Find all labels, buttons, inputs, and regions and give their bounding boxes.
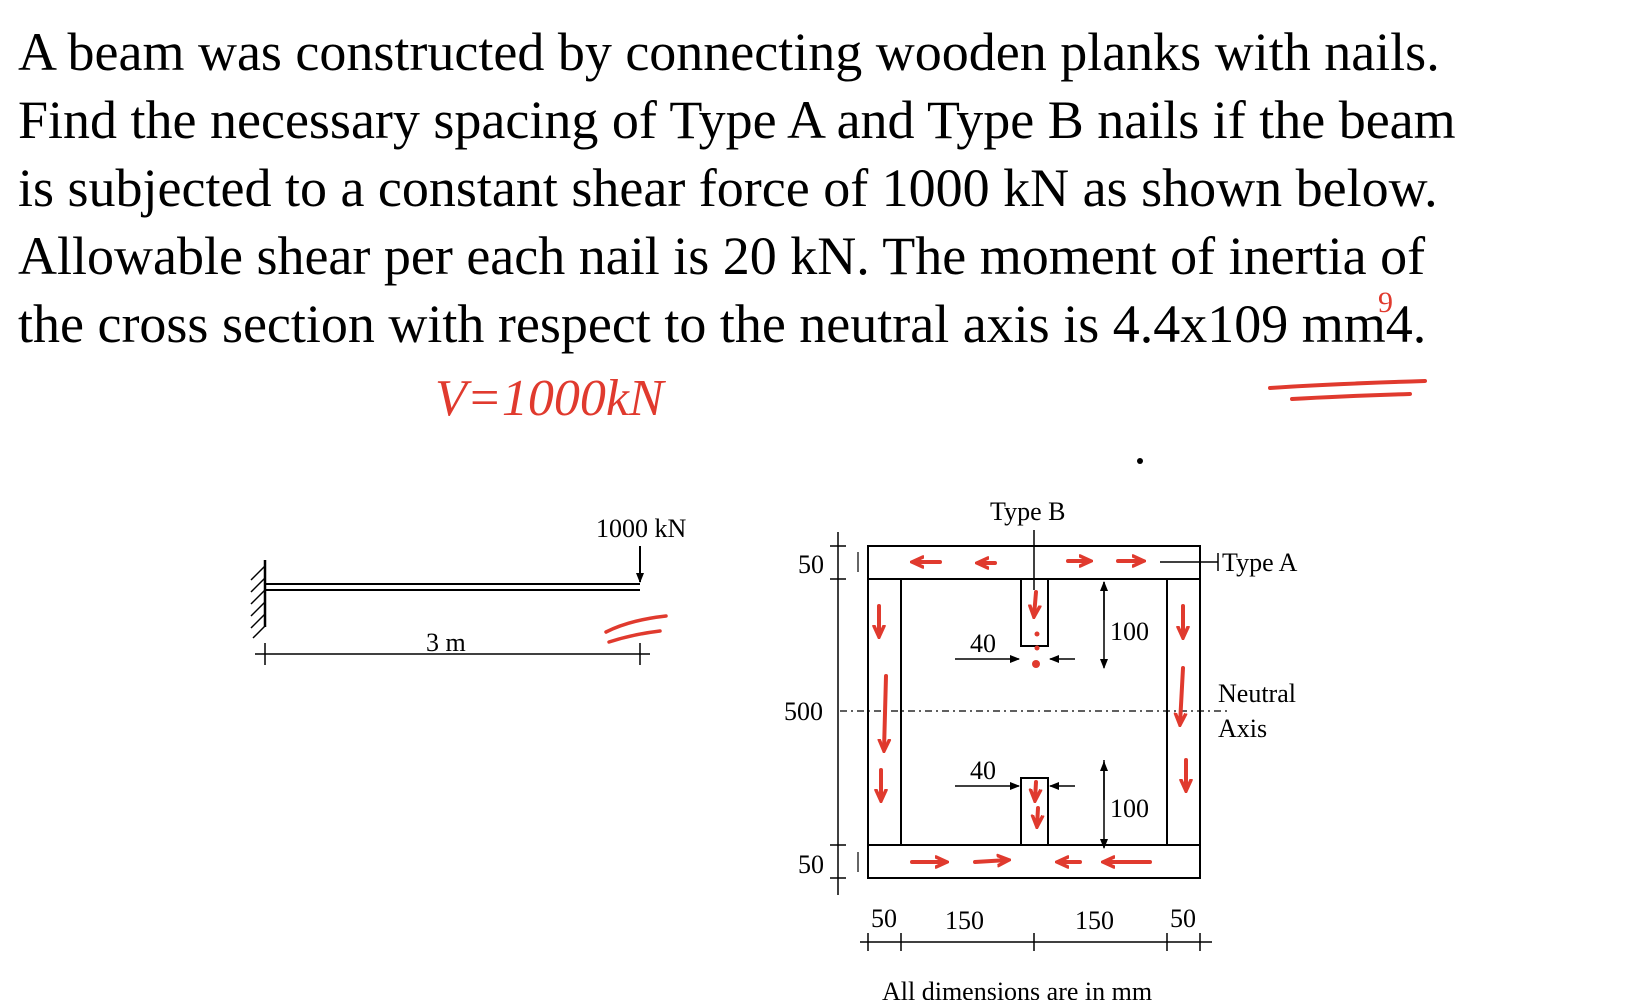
load-label: 1000 kN xyxy=(596,514,687,543)
dim-block-lower-label: 100 xyxy=(1110,794,1149,823)
dim-top-flange-label: 50 xyxy=(798,550,824,579)
handwritten-underline-2 xyxy=(1290,392,1412,401)
dim-web-lower-label: 40 xyxy=(970,756,996,785)
dim-bottom-1: 50 xyxy=(871,904,897,933)
handwritten-exponent: 9 xyxy=(1378,286,1393,319)
dim-bottom-flange-label: 50 xyxy=(798,850,824,879)
dim-block-upper-label: 100 xyxy=(1110,617,1149,646)
handwritten-equal-mark xyxy=(604,614,668,644)
dim-bottom-3: 150 xyxy=(1075,906,1114,935)
shear-arrow-lower-block-2 xyxy=(1037,806,1038,826)
shear-arrow-left-web-2 xyxy=(884,674,886,750)
shear-arrow-upper-block xyxy=(1034,590,1036,616)
cross-section: Type B Type A Neutral Axis 50 500 50 40 … xyxy=(784,497,1298,1000)
cantilever-beam: 1000 kN 3 m xyxy=(250,514,687,665)
span-label: 3 m xyxy=(426,628,466,657)
problem-line-5: the cross section with respect to the ne… xyxy=(18,294,1427,354)
dim-web-upper-label: 40 xyxy=(970,629,996,658)
problem-statement: A beam was constructed by connecting woo… xyxy=(18,18,1618,358)
problem-line-2: Find the necessary spacing of Type A and… xyxy=(18,90,1456,150)
shear-flow-annotations xyxy=(879,561,1186,862)
type-b-label: Type B xyxy=(990,497,1065,526)
nail-dots xyxy=(1032,631,1040,668)
dim-height-label: 500 xyxy=(784,697,823,726)
problem-line-4: Allowable shear per each nail is 20 kN. … xyxy=(18,226,1426,286)
support-hatching xyxy=(250,565,266,639)
handwritten-underline-1 xyxy=(1268,379,1427,390)
dim-bottom-2: 150 xyxy=(945,906,984,935)
dim-bottom-4: 50 xyxy=(1170,904,1196,933)
neutral-axis-label-2: Axis xyxy=(1218,714,1267,743)
shear-arrow-right-web-2 xyxy=(1180,666,1183,724)
shear-arrow-bottom-left-2 xyxy=(973,860,1008,862)
ink-dot xyxy=(1137,458,1143,464)
dimensions-footnote: All dimensions are in mm xyxy=(882,977,1152,1000)
neutral-axis-label-1: Neutral xyxy=(1218,679,1296,708)
type-a-label: Type A xyxy=(1222,548,1298,577)
shear-arrow-lower-block-1 xyxy=(1035,780,1036,800)
problem-line-1: A beam was constructed by connecting woo… xyxy=(18,22,1440,82)
problem-line-3: is subjected to a constant shear force o… xyxy=(18,158,1438,218)
handwritten-shear-annotation: V=1000kN xyxy=(435,370,667,427)
